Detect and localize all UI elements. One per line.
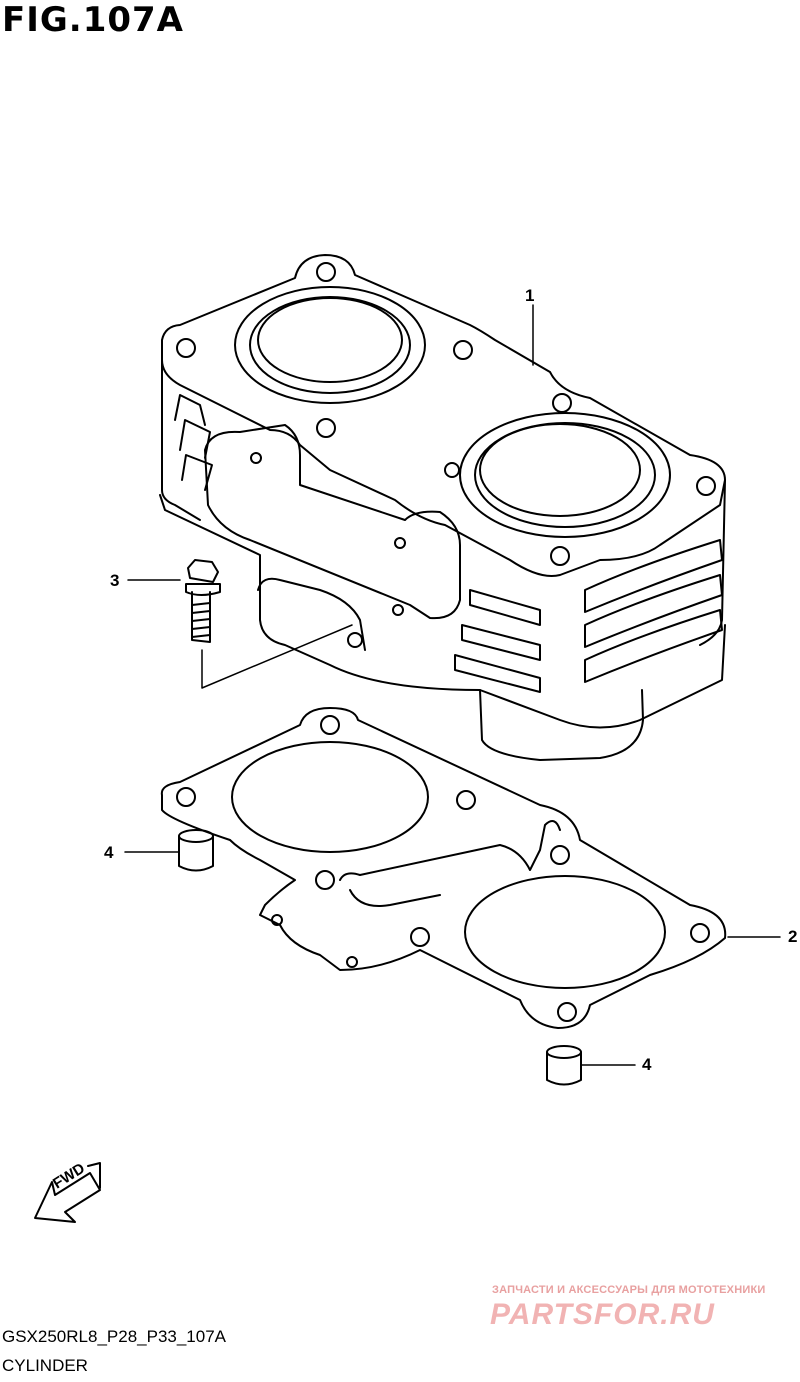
callout-4-lower: 4: [642, 1055, 652, 1074]
bolt-insertion-line: [201, 624, 353, 689]
callout-1: 1: [525, 286, 535, 305]
watermark-logo: PARTSFOR.RU: [490, 1298, 715, 1331]
callout-4-upper: 4: [104, 843, 114, 862]
callout-3: 3: [110, 571, 120, 590]
cylinder-block: [159, 254, 726, 761]
cylinder-gasket: [160, 707, 727, 1029]
bolt: [185, 559, 221, 643]
forward-arrow-icon: [34, 1162, 101, 1223]
dowel-pin-lower: [546, 1045, 582, 1086]
watermark-tagline: ЗАПЧАСТИ И АКСЕССУАРЫ ДЛЯ МОТОТЕХНИКИ: [492, 1284, 766, 1296]
figure-title: FIG.107A: [2, 0, 184, 40]
figure-caption: CYLINDER: [2, 1356, 88, 1375]
callout-2: 2: [788, 927, 798, 946]
dowel-pin-upper: [178, 829, 214, 872]
figure-code: GSX250RL8_P28_P33_107A: [2, 1327, 227, 1346]
